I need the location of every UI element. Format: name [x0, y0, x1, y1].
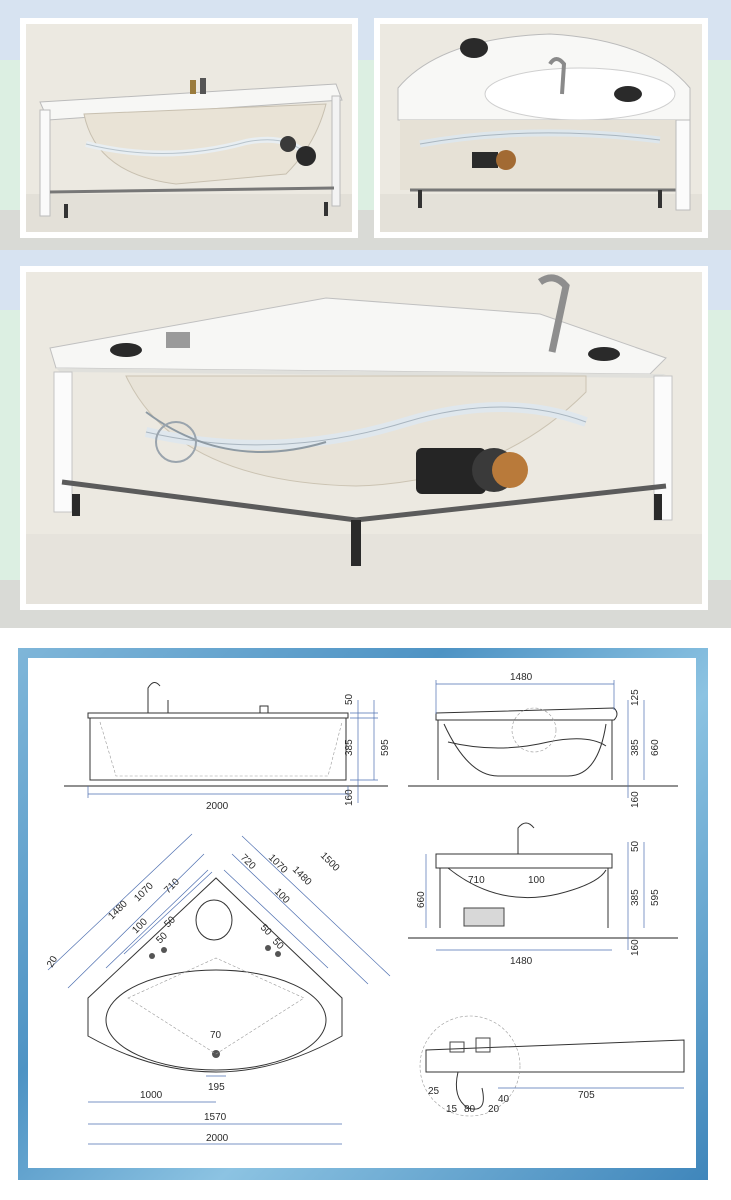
side-view: 1480 125 385 660 160 [408, 672, 678, 808]
side-height-385: 385 [630, 739, 641, 756]
top-view: 1480 1070 710 100 720 1070 1480 1500 100… [45, 833, 391, 1145]
photo-tub-angled [374, 18, 708, 238]
side-height-160: 160 [630, 791, 641, 808]
section-height-50: 50 [630, 840, 641, 852]
top-diag-left-710: 710 [162, 876, 182, 896]
top-diag-left-100: 100 [130, 916, 150, 936]
section-height-660: 660 [416, 891, 427, 908]
top-small-50-d: 50 [270, 936, 286, 952]
top-small-50-c: 50 [258, 922, 274, 938]
section-height-385: 385 [630, 889, 641, 906]
top-inner-2000: 2000 [206, 1133, 229, 1144]
section-height-595: 595 [650, 889, 661, 906]
top-diag-right-100: 100 [272, 886, 292, 906]
photo-tub-side-illustration [26, 24, 352, 232]
top-diag-left-1070: 1070 [132, 880, 156, 904]
top-inner-70: 70 [210, 1030, 222, 1041]
top-small-50-a: 50 [154, 930, 170, 946]
top-diag-right-720: 720 [238, 852, 258, 872]
front-height-385: 385 [344, 739, 355, 756]
front-height-50: 50 [344, 693, 355, 705]
top-diag-right-1500: 1500 [318, 850, 342, 874]
photo-tub-angled-illustration [380, 24, 702, 232]
detail-25: 25 [428, 1086, 440, 1097]
section-width-label: 1480 [510, 956, 533, 967]
detail-705: 705 [578, 1090, 595, 1101]
photo-tub-large-illustration [26, 272, 702, 604]
detail-80: 80 [464, 1104, 476, 1115]
side-height-125: 125 [630, 689, 641, 706]
section-inner-100: 100 [528, 875, 545, 886]
top-small-50-b: 50 [162, 914, 178, 930]
photo-tub-large [20, 266, 708, 610]
top-inner-1000: 1000 [140, 1090, 163, 1101]
front-width-label: 2000 [206, 801, 229, 812]
detail-15: 15 [446, 1104, 458, 1115]
detail-40: 40 [498, 1094, 510, 1105]
top-inner-1570: 1570 [204, 1112, 227, 1123]
section-height-160: 160 [630, 939, 641, 956]
front-height-595: 595 [380, 739, 391, 756]
side-height-660: 660 [650, 739, 661, 756]
section-inner-710: 710 [468, 875, 485, 886]
top-inner-195: 195 [208, 1082, 225, 1093]
front-height-160: 160 [344, 789, 355, 806]
front-view: 2000 50 385 595 160 [64, 682, 391, 812]
top-edge-20: 20 [45, 954, 60, 970]
detail-20: 20 [488, 1104, 500, 1115]
section-view: 710 100 1480 660 50 385 595 160 [408, 822, 678, 967]
top-diag-left-1480: 1480 [106, 898, 130, 922]
technical-drawing-frame: 2000 50 385 595 160 [18, 648, 708, 1180]
technical-drawing-svg: 2000 50 385 595 160 [45, 672, 685, 1145]
detail-view: 705 25 40 15 80 20 [419, 1015, 685, 1117]
top-diag-right-1070: 1070 [266, 852, 290, 876]
side-width-label: 1480 [510, 672, 533, 683]
technical-drawing: 2000 50 385 595 160 [28, 658, 696, 1168]
photo-tub-side [20, 18, 358, 238]
